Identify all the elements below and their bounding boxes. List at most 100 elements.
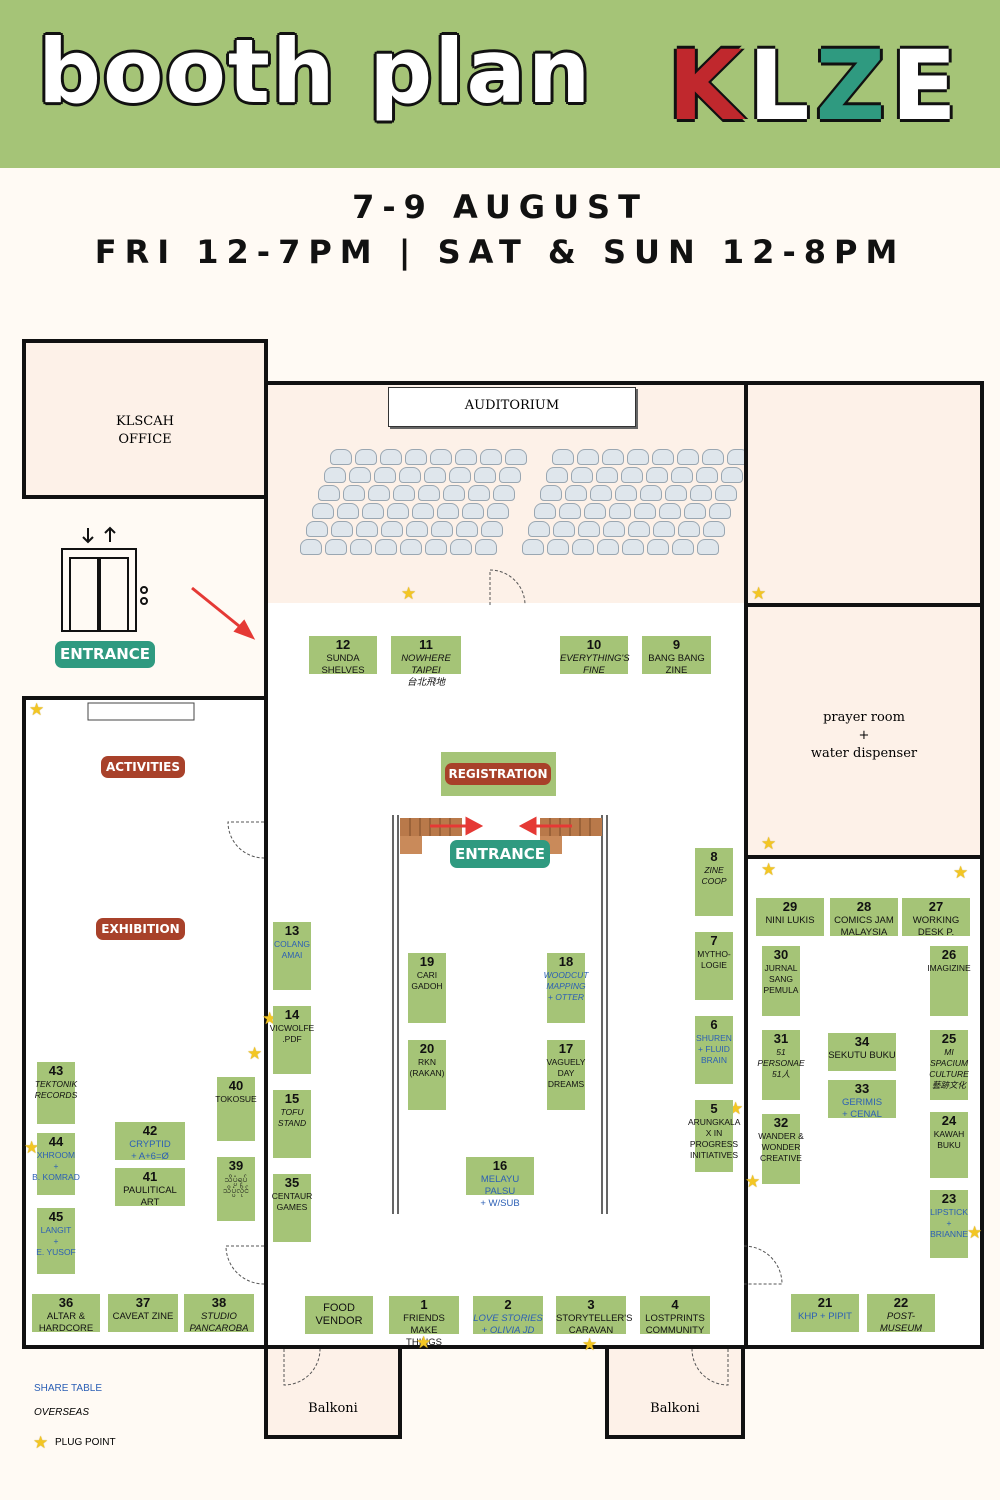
booth-number: 17 — [558, 1041, 574, 1056]
auditorium-seat — [665, 485, 687, 501]
auditorium-seat — [552, 449, 574, 465]
booth-label: CRYPTID + A+6=Ø — [129, 1139, 171, 1162]
auditorium-seat — [603, 521, 625, 537]
plug-point-star-icon: ★ — [761, 860, 777, 880]
booth-number: 26 — [941, 947, 957, 962]
auditorium-seat — [597, 539, 619, 555]
auditorium-seat — [628, 521, 650, 537]
auditorium-seat — [647, 539, 669, 555]
booth-number: 2 — [504, 1297, 512, 1312]
auditorium-seat — [677, 449, 699, 465]
booth-label: MYTHO- LOGIE — [697, 949, 731, 970]
auditorium-seat — [572, 539, 594, 555]
auditorium-seat — [690, 485, 712, 501]
auditorium-seat — [653, 521, 675, 537]
booth-number: 42 — [142, 1123, 158, 1138]
booth-number: 22 — [893, 1295, 909, 1310]
auditorium-seat — [468, 485, 490, 501]
booth-number: 18 — [558, 954, 574, 969]
auditorium-seat — [312, 503, 334, 519]
plug-point-star-icon: ★ — [751, 584, 767, 604]
booth-label: COMICS JAM MALAYSIA — [834, 915, 894, 938]
auditorium-seat — [622, 539, 644, 555]
auditorium-seat — [381, 521, 403, 537]
auditorium-seat — [387, 503, 409, 519]
header-banner — [0, 0, 1000, 168]
plug-point-star-icon: ★ — [24, 1138, 40, 1158]
plug-point-star-icon: ★ — [745, 1172, 761, 1192]
balkoni-left: Balkoni — [264, 1345, 402, 1439]
booth-label: NOWHERE TAIPEI 台北飛地 — [401, 653, 451, 688]
auditorium-seat — [362, 503, 384, 519]
auditorium-seat — [456, 521, 478, 537]
booth-table — [762, 1030, 800, 1100]
booth-label: ALTAR & HARDCORE — [38, 1311, 94, 1334]
booth-label: SHUREN + FLUID BRAIN — [696, 1033, 732, 1065]
booth-label: XHROOM + B. KOMRAD — [32, 1150, 80, 1182]
prayer-room-label: prayer room + water dispenser — [810, 710, 918, 761]
exhibition-badge: EXHIBITION — [96, 918, 185, 940]
booth-number: 23 — [941, 1191, 957, 1206]
booth-label: GERIMIS + CENAL — [841, 1097, 883, 1120]
auditorium-seat — [615, 485, 637, 501]
auditorium-seat — [400, 539, 422, 555]
plug-point-star-icon: ★ — [416, 1333, 432, 1353]
plug-point-star-icon: ★ — [761, 834, 777, 854]
booth-number: 41 — [142, 1169, 158, 1184]
booth-number: 1 — [420, 1297, 428, 1312]
auditorium-seat — [337, 503, 359, 519]
auditorium-seat — [399, 467, 421, 483]
auditorium-seat — [547, 539, 569, 555]
auditorium-seat — [671, 467, 693, 483]
booth-label: JURNAL SANG PEMULA — [763, 963, 799, 995]
opening-hours: FRI 12-7PM | SAT & SUN 12-8PM — [94, 233, 906, 271]
booth-label: TOFU STAND — [277, 1107, 307, 1128]
booth-table — [217, 1157, 255, 1221]
balkoni-right-door — [691, 1348, 729, 1386]
auditorium-seat — [475, 539, 497, 555]
booth-table — [695, 932, 733, 1000]
booth-label: STORYTELLER'S CARAVAN — [556, 1313, 633, 1336]
legend-plug-star-icon: ★ — [33, 1433, 49, 1453]
auditorium-seat — [437, 503, 459, 519]
booth-label: PAULITICAL ART — [123, 1185, 177, 1208]
booth-table — [547, 1040, 585, 1110]
auditorium-seat — [697, 539, 719, 555]
logo-letter-l: L — [748, 30, 816, 142]
auditorium-seat — [380, 449, 402, 465]
auditorium-seat — [590, 485, 612, 501]
auditorium-seat — [374, 467, 396, 483]
booth-number: 25 — [941, 1031, 957, 1046]
auditorium-seat — [565, 485, 587, 501]
entrance-arrow-icon — [191, 586, 256, 640]
booth-number: 24 — [941, 1113, 957, 1128]
booth-table — [695, 848, 733, 916]
auditorium-seat — [678, 521, 700, 537]
booth-label: NINI LUKIS — [765, 915, 815, 926]
registration-badge: REGISTRATION — [445, 763, 551, 785]
plug-point-star-icon: ★ — [401, 584, 417, 604]
booth-food-vendor: FOOD VENDOR — [305, 1296, 373, 1334]
auditorium-seat — [646, 467, 668, 483]
auditorium-seat — [627, 449, 649, 465]
auditorium-seat — [487, 503, 509, 519]
booth-table — [695, 1100, 733, 1172]
booth-label: CENTAUR GAMES — [271, 1191, 313, 1212]
